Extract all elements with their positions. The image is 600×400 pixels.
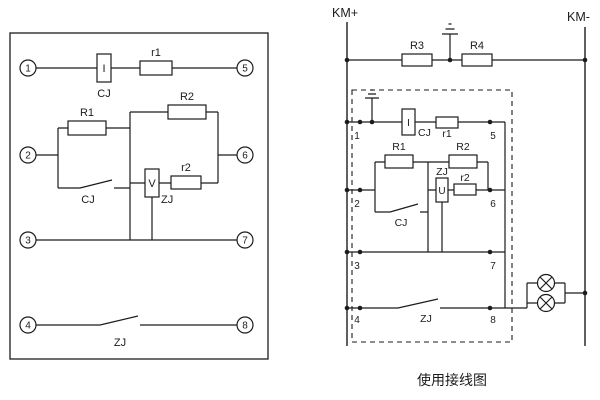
r1-label: r1 [151,47,161,59]
terminal-2-number: 2 [25,151,31,162]
cj-coil-label: CJ [418,127,431,139]
ground-symbol-top [442,23,458,35]
terminal-1-number: 1 [25,64,31,75]
cj-coil-letter: I [407,117,410,129]
zj-coil-label: ZJ [161,194,173,206]
usage-wiring-diagram: KM+ KM- R3 R4 1 5 2 6 3 7 4 8 I CJ r1 R1… [332,6,590,388]
terminal-8 [236,316,254,334]
resistor-r1 [435,116,459,129]
zj-coil-label: ZJ [436,166,448,178]
R2-label: R2 [180,91,194,103]
cj-contact-blade [79,179,113,189]
relay-dashed-outline [351,89,513,343]
km-plus-label: KM+ [332,6,358,20]
terminal-3 [19,231,37,249]
terminal-7 [236,231,254,249]
zj-contact-label: ZJ [420,313,432,325]
terminal-5-number: 5 [490,131,496,142]
terminal-7-number: 7 [242,236,248,247]
right-panel-wires [347,34,585,309]
internal-wiring-diagram: 1 2 3 4 5 6 7 8 I CJ r1 R1 R2 V ZJ r2 CJ… [9,32,269,360]
terminal-4 [19,316,37,334]
resistor-r2 [453,183,477,196]
R2-label: R2 [456,141,470,153]
zj-voltage-coil [144,168,160,198]
resistor-R1 [67,120,107,136]
r1-label: r1 [442,128,451,140]
zj-voltage-coil [435,177,449,203]
R1-label: R1 [392,141,406,153]
cj-contact-blade [389,203,419,213]
zj-coil-letter: U [438,186,445,197]
terminal-8-number: 8 [490,315,496,326]
terminal-2 [19,146,37,164]
terminal-5-number: 5 [242,64,248,75]
lamp-cross [539,276,553,290]
junction-dots [344,57,588,311]
r2-label: r2 [460,172,469,184]
resistor-R2 [167,104,207,120]
terminal-4-number: 4 [25,321,31,332]
lamp-cross [539,296,553,310]
zj-contact-label: ZJ [114,337,126,349]
cj-contact-label: CJ [395,217,408,229]
resistor-R3 [401,53,433,67]
terminal-4-number: 4 [354,315,360,326]
terminal-6 [236,146,254,164]
resistor-R4 [461,53,493,67]
terminal-1 [19,59,37,77]
terminal-5 [236,59,254,77]
terminal-6-number: 6 [490,199,496,210]
caption: 使用接线图 [417,372,487,388]
terminal-7-number: 7 [490,261,496,272]
resistor-r2 [170,175,202,190]
zj-coil-letter: V [148,178,156,190]
resistor-R1 [384,154,414,169]
cj-contact-label: CJ [81,194,94,206]
R1-label: R1 [80,107,94,119]
zj-contact-blade [99,315,139,326]
cj-coil-label: CJ [97,88,110,100]
cj-current-coil [401,108,416,136]
cj-coil-letter: I [102,63,105,75]
terminal-3-number: 3 [354,261,360,272]
km-minus-label: KM- [567,10,590,24]
panel-border [9,32,269,360]
left-panel-wires [36,67,237,326]
cj-current-coil [96,53,112,83]
terminal-3-number: 3 [25,236,31,247]
terminal-2-number: 2 [354,199,360,210]
terminal-6-number: 6 [242,151,248,162]
R4-label: R4 [470,40,484,52]
resistor-R2 [448,154,478,169]
ground-symbol-inner [365,89,379,99]
resistor-r1 [139,60,173,76]
R3-label: R3 [410,40,424,52]
terminal-1-number: 1 [354,131,360,142]
zj-contact-blade [397,298,439,309]
r2-label: r2 [181,162,191,174]
terminal-8-number: 8 [242,321,248,332]
